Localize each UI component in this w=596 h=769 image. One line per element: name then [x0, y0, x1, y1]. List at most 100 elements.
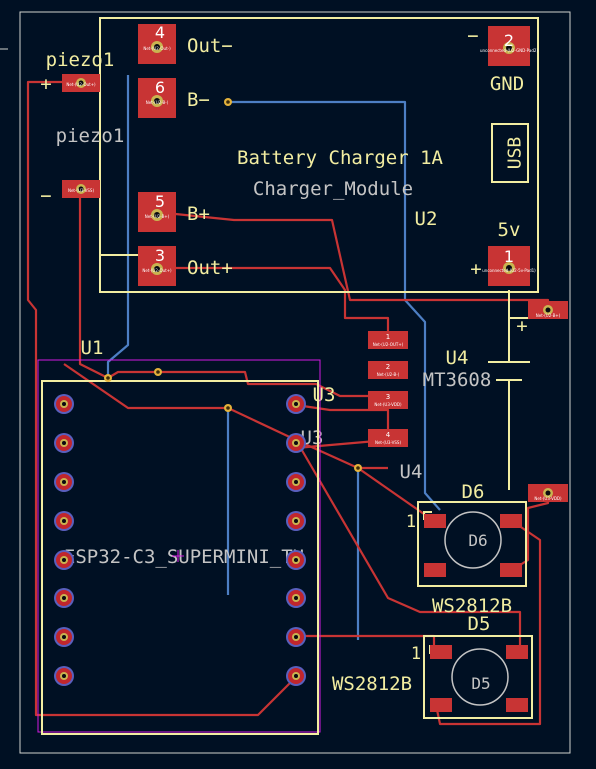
trace-u3-net [63, 363, 388, 470]
module-ref: U2 [415, 208, 438, 230]
charger-outline [99, 17, 539, 293]
mcu-pin[interactable] [286, 472, 306, 492]
trace-boost-bottom [511, 493, 550, 571]
via[interactable] [104, 374, 112, 382]
module-pin-5[interactable]: 5 Net-(U2-B+) [138, 192, 176, 232]
connector-ref: U3 [313, 384, 336, 406]
mcu-pin[interactable] [54, 511, 74, 531]
pin-1-label: 5v [498, 219, 521, 241]
via[interactable] [354, 464, 362, 472]
pin-5-number: 5 [155, 192, 165, 211]
trace-piezo-back [106, 75, 130, 378]
boost-converter: + U4 MT3608 U4 Net-(U2-B+) Net-(U3-VDD) [400, 290, 568, 502]
module-pin-3[interactable]: 3 Net-(U2-Out+) [138, 246, 176, 286]
led-d5: D5 D5 WS2812B 1 [332, 613, 533, 719]
led-d6-pad[interactable] [424, 563, 446, 577]
mcu-pin[interactable] [54, 666, 74, 686]
piezo-net-minus: Net-(U3-VSS) [68, 188, 95, 193]
mcu-pin[interactable] [54, 627, 74, 647]
boost-net-top: Net-(U2-B+) [536, 313, 561, 318]
mcu-pin[interactable] [54, 433, 74, 453]
board-edge [19, 11, 571, 754]
piezo-pad-minus[interactable]: Net-(U3-VSS) [62, 180, 100, 198]
boost-ref-alt: U4 [400, 461, 423, 483]
pin-6-net: Net-(U2-B-) [146, 100, 169, 105]
boost-value: MT3608 [423, 369, 492, 391]
pin-1-number: 1 [504, 247, 514, 266]
mcu-outline [41, 380, 319, 735]
connector-pad-3-num: 3 [386, 393, 390, 401]
usb-outline [491, 123, 529, 183]
mcu-pin[interactable] [54, 588, 74, 608]
mcu-pin[interactable] [54, 550, 74, 570]
back-copper-traces [106, 75, 441, 640]
trace-piezo-plus [26, 80, 297, 717]
pin-4-label: Out− [187, 35, 233, 57]
via[interactable] [224, 98, 232, 106]
led-d6-pad[interactable] [424, 514, 446, 528]
pin-1-sign: + [470, 258, 481, 280]
via[interactable] [224, 404, 232, 412]
led-d6-pad[interactable] [500, 563, 522, 577]
led-d6-pin1: 1 [406, 512, 416, 532]
boost-plus: + [516, 315, 527, 337]
module-pin-1[interactable]: 1 unconnected-(U2-5v-Pad1) [482, 246, 536, 286]
connector-pad-4-net: Net-(U3-VSS) [375, 440, 402, 445]
boost-pad-top[interactable]: Net-(U2-B+) [528, 301, 568, 319]
mcu-courtyard [37, 359, 321, 733]
led-d6-ref-fab: D6 [468, 531, 487, 550]
mcu-pin[interactable] [286, 588, 306, 608]
led-d5-lens [451, 648, 509, 706]
mcu-right-pins [286, 394, 306, 686]
trace-piezo-minus [78, 190, 368, 398]
led-d5-value: WS2812B [332, 673, 412, 695]
via[interactable] [154, 368, 162, 376]
mcu-pin[interactable] [286, 666, 306, 686]
mcu-pin[interactable] [286, 433, 306, 453]
mcu-pin[interactable] [54, 472, 74, 492]
led-d5-pad[interactable] [506, 645, 528, 659]
mcu-pin[interactable] [286, 394, 306, 414]
piezo-pad-plus[interactable]: Net-(U2-Out+) [62, 74, 100, 92]
led-d5-pad[interactable] [506, 698, 528, 712]
connector-pad-3[interactable]: 3 Net-(U3-VDD) [368, 391, 408, 409]
connector-u3: U3 U3 1 Net-(U2-OUT+) 2 Net-(U2-B-) 3 Ne… [301, 331, 408, 449]
piezo: piezo1 piezo1 + − Net-(U2-Out+) Net-(U3-… [40, 49, 124, 207]
pin-2-label: GND [490, 73, 524, 95]
module-pin-4[interactable]: 4 Net-(U2-Out-) [138, 23, 176, 64]
mcu-pin[interactable] [286, 550, 306, 570]
led-d6-ref: D6 [462, 481, 485, 503]
mcu-left-pins [54, 394, 74, 686]
piezo-value: piezo1 [56, 125, 125, 147]
pin-2-net: unconnected-(U2-GND-Pad2) [480, 48, 538, 53]
connector-pad-4-num: 4 [386, 431, 391, 439]
trace-led-chain [295, 439, 522, 648]
boost-pad-bottom[interactable]: Net-(U3-VDD) [528, 484, 568, 502]
pin-5-net: Net-(U2-B+) [145, 214, 170, 219]
trace-led1-data [357, 467, 435, 522]
led-d5-ref: D5 [468, 613, 491, 635]
connector-pad-2[interactable]: 2 Net-(U2-B-) [368, 361, 408, 379]
connector-pad-1[interactable]: 1 Net-(U2-OUT+) [368, 331, 408, 349]
connector-pad-1-net: Net-(U2-OUT+) [373, 342, 404, 347]
boost-net-bottom: Net-(U3-VDD) [534, 496, 562, 501]
connector-pad-4[interactable]: 4 Net-(U3-VSS) [368, 429, 408, 447]
led-d5-pad[interactable] [430, 645, 452, 659]
mcu-pin[interactable] [286, 511, 306, 531]
boost-ref: U4 [446, 347, 469, 369]
led-d6-pad[interactable] [500, 514, 522, 528]
led-d5-pad[interactable] [430, 698, 452, 712]
mcu-pin[interactable] [54, 394, 74, 414]
pin-3-label: Out+ [187, 257, 233, 279]
module-pin-2[interactable]: 2 unconnected-(U2-GND-Pad2) [480, 26, 538, 66]
mcu-pin[interactable] [286, 627, 306, 647]
pin-5-label: B+ [187, 203, 210, 225]
piezo-ref: piezo1 [46, 49, 115, 71]
module-pin-6[interactable]: 6 Net-(U2-B-) [138, 78, 176, 118]
led-d6-value: WS2812B [432, 595, 512, 617]
module-footprint: Charger_Module [253, 178, 413, 200]
mcu-value: ESP32-C3_SUPERMINI_TH [64, 546, 304, 568]
mcu-ref: U1 [81, 337, 104, 359]
pin-4-net: Net-(U2-Out-) [143, 46, 171, 51]
